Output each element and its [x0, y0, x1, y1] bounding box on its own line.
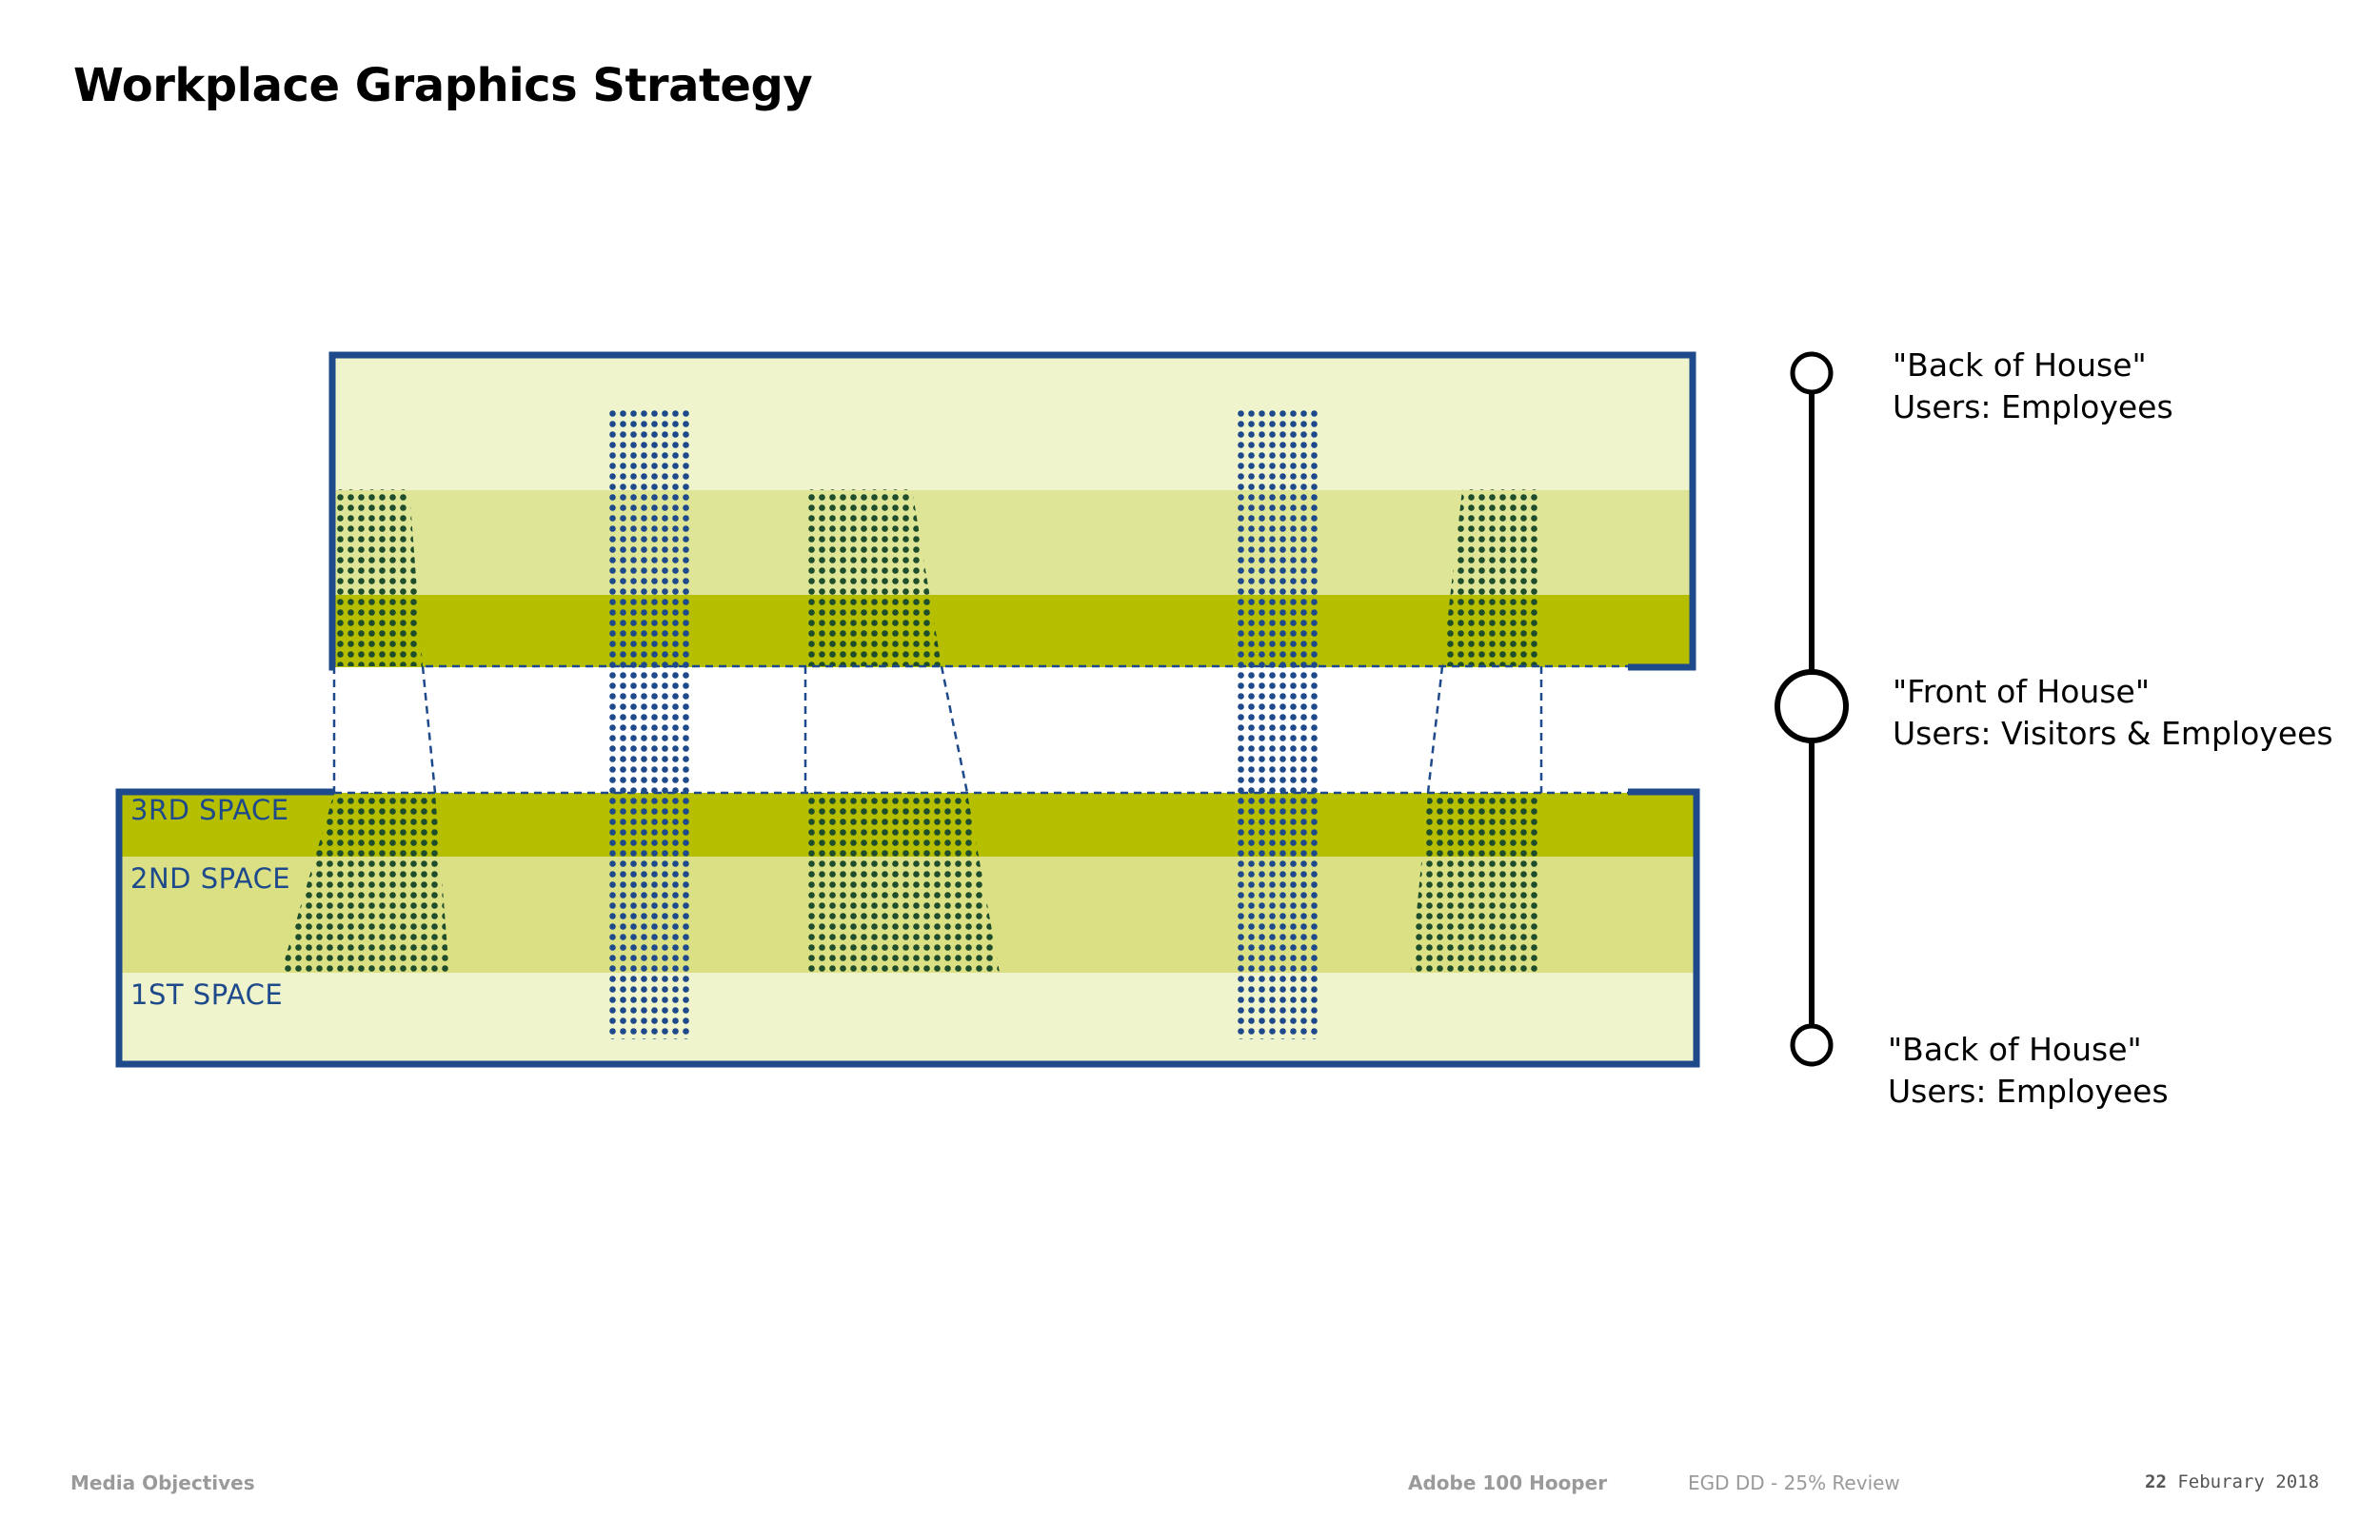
upper-frame [328, 351, 1696, 671]
dotted-column [605, 407, 689, 1039]
front-of-house-node [1775, 669, 1849, 743]
floor-connectors [332, 664, 1628, 795]
lower-frame [115, 788, 1700, 1068]
legend-title: "Back of House" [1893, 346, 2147, 384]
legend-front-of-house: "Front of House" Users: Visitors & Emplo… [1893, 671, 2333, 755]
legend-users: Users: Visitors & Employees [1893, 715, 2333, 752]
second-space-label: 2ND SPACE [130, 862, 291, 895]
dotted-zone [334, 489, 423, 666]
footer-date-day: 22 [2145, 1471, 2167, 1492]
dotted-zone [281, 793, 449, 973]
legend-back-of-house-bottom: "Back of House" Users: Employees [1888, 1029, 2169, 1113]
third-space-label: 3RD SPACE [130, 794, 289, 826]
footer-date: 22 Feburary 2018 [2145, 1471, 2319, 1492]
legend-users: Users: Employees [1893, 388, 2173, 425]
dotted-zone [805, 489, 942, 666]
back-of-house-node-bottom [1790, 1023, 1834, 1067]
house-timeline [1775, 351, 1849, 1067]
back-of-house-node-top [1790, 351, 1834, 395]
legend-title: "Back of House" [1888, 1031, 2142, 1068]
footer-section: Media Objectives [70, 1471, 255, 1494]
floor-frames [115, 351, 1700, 1068]
footer-review: EGD DD - 25% Review [1688, 1471, 1900, 1494]
lower-first-space-band [121, 973, 1695, 1062]
lower-zones [281, 793, 1541, 973]
footer-project: Adobe 100 Hooper [1408, 1471, 1608, 1494]
page-title: Workplace Graphics Strategy [73, 59, 813, 112]
dotted-zone [1411, 793, 1541, 973]
footer-date-rest: Feburary 2018 [2177, 1471, 2320, 1492]
legend-title: "Front of House" [1893, 673, 2151, 710]
legend-back-of-house-top: "Back of House" Users: Employees [1893, 345, 2173, 428]
first-space-label: 1ST SPACE [130, 978, 284, 1011]
dotted-column [1236, 407, 1319, 1039]
dotted-zone [1442, 489, 1541, 666]
upper-zones [334, 489, 1541, 666]
upper-back-of-house-band [334, 357, 1693, 490]
legend-users: Users: Employees [1888, 1073, 2169, 1110]
vertical-circulation-columns [605, 407, 1319, 1039]
dotted-zone [805, 793, 1000, 973]
